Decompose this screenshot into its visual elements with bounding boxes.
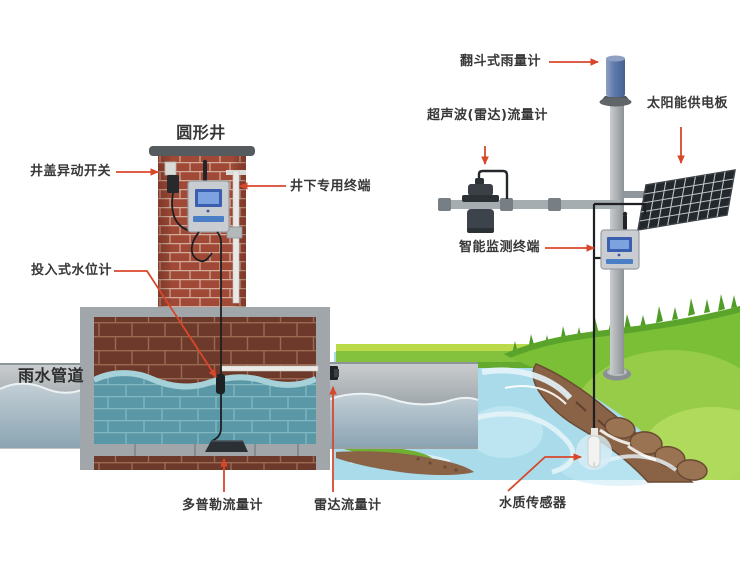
solar-panel-device xyxy=(622,169,736,231)
terminal-cable-left xyxy=(190,231,213,263)
chamber-left-wall xyxy=(80,307,94,470)
chamber-base-brick xyxy=(80,456,330,470)
manhole-cover-switch-device xyxy=(164,161,191,232)
label-underground-terminal: 井下专用终端 xyxy=(290,179,372,194)
terminal-cable-right xyxy=(216,231,222,374)
leader-lines xyxy=(114,58,685,492)
bank-rocks xyxy=(604,416,708,481)
stream-light-patch xyxy=(467,406,543,458)
well-chamber xyxy=(80,307,330,470)
chamber-floor xyxy=(94,444,316,456)
sensor-crossbar xyxy=(438,198,620,211)
well-cap xyxy=(149,146,255,156)
smart-terminal-device xyxy=(600,211,640,270)
signal-cables xyxy=(592,202,647,432)
label-doppler-flowmeter: 多普勒流量计 xyxy=(182,498,264,513)
leader-water-quality-sensor xyxy=(507,453,582,492)
label-ultrasonic-flowmeter: 超声波(雷达)流量计 xyxy=(427,108,548,123)
label-well-title: 圆形井 xyxy=(176,123,226,142)
label-water-quality-sensor: 水质传感器 xyxy=(499,496,567,511)
rainwater-pipe-left xyxy=(0,363,85,449)
rainwater-pipe-right xyxy=(329,362,479,449)
doppler-flowmeter-device xyxy=(205,440,248,452)
label-radar-flowmeter: 雷达流量计 xyxy=(314,498,382,513)
terminal-antenna xyxy=(203,163,207,182)
ultrasonic-flowmeter-device xyxy=(462,169,509,233)
label-rain-pipe: 雨水管道 xyxy=(18,366,85,385)
tipping-bucket-rain-gauge-device xyxy=(599,55,632,107)
label-solar-panel: 太阳能供电板 xyxy=(647,96,729,111)
solar-bracket xyxy=(622,191,650,198)
label-submersible-level-gauge: 投入式水位计 xyxy=(31,263,113,278)
label-smart-terminal: 智能监测终端 xyxy=(459,240,541,255)
label-rain-gauge: 翻斗式雨量计 xyxy=(460,54,542,69)
underground-terminal-device xyxy=(187,159,230,374)
chamber-right-wall xyxy=(316,307,330,470)
water-quality-sensor-device xyxy=(587,428,601,468)
leader-submersible-level-gauge xyxy=(114,270,217,378)
chamber-top-ledge xyxy=(80,307,330,317)
monitoring-pole-assembly xyxy=(438,55,736,432)
ultrasonic-cable xyxy=(477,169,509,199)
smart-terminal-antenna xyxy=(623,215,627,232)
label-manhole-switch: 井盖异动开关 xyxy=(30,164,112,179)
chamber-water xyxy=(94,373,316,446)
chamber-horizontal-conduit xyxy=(220,365,319,372)
